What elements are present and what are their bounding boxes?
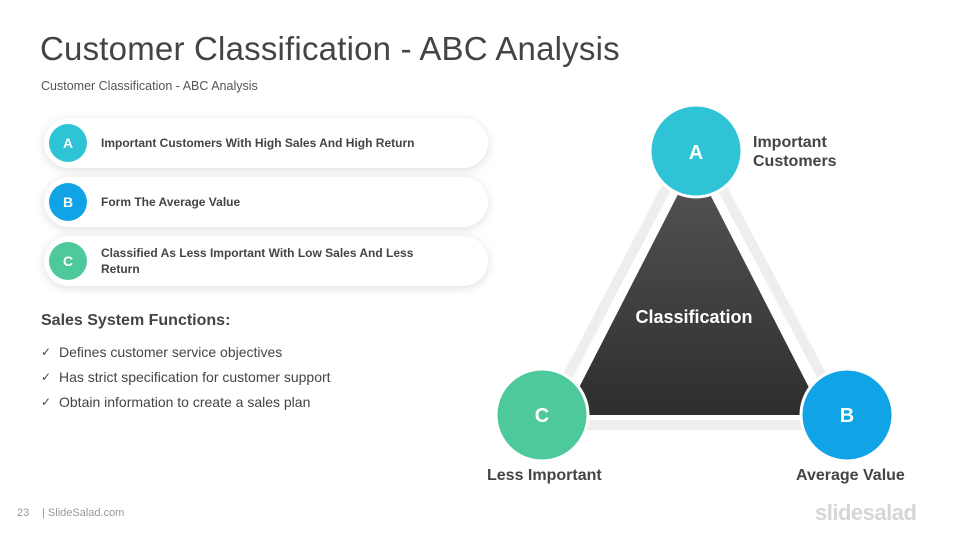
page-number: 23	[17, 507, 30, 519]
item-c-badge: C	[49, 242, 87, 280]
footer-site-link[interactable]: | SlideSalad.com	[42, 507, 125, 519]
node-b-label: Average Value	[796, 467, 905, 484]
function-item: ✓Has strict specification for customer s…	[41, 368, 331, 385]
check-icon: ✓	[41, 344, 52, 359]
check-icon: ✓	[41, 394, 52, 409]
item-a-text: Important Customers With High Sales And …	[101, 136, 415, 150]
item-b: B Form The Average Value	[44, 177, 488, 227]
node-a-letter: A	[689, 142, 703, 164]
center-label: Classification	[635, 307, 752, 327]
page-subtitle: Customer Classification - ABC Analysis	[41, 79, 258, 93]
triangle-diagram: A C B Classification	[494, 103, 895, 463]
check-icon: ✓	[41, 369, 52, 384]
function-item: ✓Defines customer service objectives	[41, 343, 283, 360]
node-c-label: Less Important	[487, 467, 602, 484]
item-c-text: Classified As Less Important With Low Sa…	[101, 246, 414, 276]
item-c: C Classified As Less Important With Low …	[44, 236, 488, 286]
functions-title: Sales System Functions:	[41, 312, 231, 329]
functions-list: ✓Defines customer service objectives ✓Ha…	[41, 339, 331, 414]
node-b-letter: B	[840, 405, 854, 427]
triangle-fill	[565, 163, 823, 415]
item-b-badge: B	[49, 183, 87, 221]
abc-diagram: A C B Classification Important Customers…	[470, 95, 930, 495]
triangle-frame	[537, 130, 853, 430]
slidesalad-logo: slidesalad	[815, 500, 917, 525]
node-a-circle	[648, 103, 744, 199]
node-b-circle	[799, 367, 895, 463]
node-a-label: Important Customers	[753, 134, 837, 170]
function-item: ✓Obtain information to create a sales pl…	[41, 393, 311, 410]
item-a-badge: A	[49, 124, 87, 162]
page-title: Customer Classification - ABC Analysis	[40, 30, 620, 67]
item-a: A Important Customers With High Sales An…	[44, 118, 488, 168]
node-c-circle	[494, 367, 590, 463]
item-b-text: Form The Average Value	[101, 195, 241, 209]
node-c-letter: C	[535, 405, 549, 427]
